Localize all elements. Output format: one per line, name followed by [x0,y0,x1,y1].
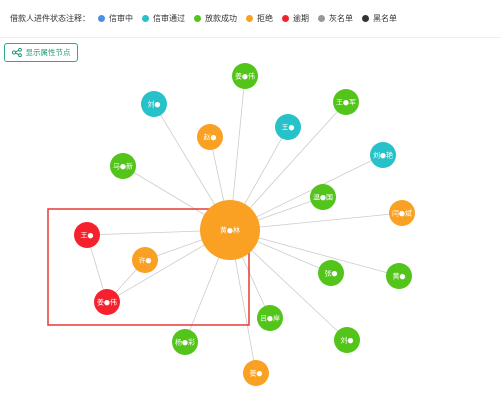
graph-node[interactable]: 赵● [197,124,223,150]
center-node[interactable]: 黄●林 [200,200,260,260]
graph-node[interactable]: 温●国 [310,184,336,210]
graph-node[interactable]: 刘●艳 [370,142,396,168]
legend-dot [194,15,201,22]
node-circle [386,263,412,289]
graph-node[interactable]: 吕●岸 [257,305,283,331]
node-circle [197,124,223,150]
legend-item-reviewing: 信审中 [98,13,133,24]
node-circle [110,153,136,179]
legend-label: 放款成功 [205,14,237,23]
node-circle [172,329,198,355]
node-circle [243,360,269,386]
node-label: 姜●伟 [235,72,255,81]
node-label: 赵● [203,133,216,142]
legend-dot [142,15,149,22]
node-label: 姜● [249,369,262,378]
graph-node[interactable]: 王●军 [333,89,359,115]
graph-node[interactable]: 姜●伟 [232,63,258,89]
node-circle [275,114,301,140]
legend-title: 借款人进件状态注释： [10,14,90,23]
graph-node[interactable]: 姜●伟 [94,289,120,315]
graph-node[interactable]: 王● [275,114,301,140]
legend-label: 拒绝 [257,14,273,23]
graph-node[interactable]: 许● [132,247,158,273]
graph-node[interactable]: 马●新 [110,153,136,179]
legend-item-blacklist: 黑名单 [362,13,397,24]
legend-label: 灰名单 [329,14,353,23]
legend-label: 信审中 [109,14,133,23]
node-circle [370,142,396,168]
node-label: 杨●彩 [175,338,195,347]
legend-bar: 借款人进件状态注释： 信审中 信审通过 放款成功 拒绝 逾期 灰名单 黑名单 [0,0,501,38]
node-circle [389,200,415,226]
legend-item-approved: 信审通过 [142,13,185,24]
graph-node[interactable]: 黄● [386,263,412,289]
legend-dot [98,15,105,22]
legend-item-graylist: 灰名单 [318,13,353,24]
node-circle [74,222,100,248]
legend-label: 信审通过 [153,14,185,23]
legend-dot [362,15,369,22]
node-label: 黄● [392,272,405,281]
node-label: 刘●艳 [373,151,393,160]
graph-node[interactable]: 王● [74,222,100,248]
node-label: 温●国 [313,193,333,202]
node-label: 马●新 [113,162,133,171]
node-label: 黄●林 [220,226,240,235]
node-label: 王● [80,232,93,240]
node-label: 王●军 [336,99,356,107]
node-label: 许● [138,256,151,265]
node-circle [334,327,360,353]
legend-dot [282,15,289,22]
legend-item-loan-success: 放款成功 [194,13,237,24]
legend-dot [246,15,253,22]
node-label: 闫●斌 [392,209,412,218]
graph-node[interactable]: 张● [318,260,344,286]
legend-item-rejected: 拒绝 [246,13,273,24]
graph-node[interactable]: 闫●斌 [389,200,415,226]
legend-label: 逾期 [293,14,309,23]
node-circle [94,289,120,315]
node-label: 刘● [340,336,353,345]
node-circle [232,63,258,89]
legend-dot [318,15,325,22]
node-circle [310,184,336,210]
legend-item-overdue: 逾期 [282,13,309,24]
node-circle [333,89,359,115]
show-attribute-nodes-label: 显示属性节点 [25,48,71,57]
node-circle [132,247,158,273]
graph-nodes: 姜●伟刘●王●军赵●王●马●新刘●艳温●国闫●斌王●许●张●黄●姜●伟吕●岸杨●… [74,63,415,386]
node-label: 吕●岸 [260,315,280,323]
highlight-box [47,208,250,326]
node-circle [200,200,260,260]
node-label: 张● [324,269,337,278]
graph-node[interactable]: 刘● [141,91,167,117]
node-circle [318,260,344,286]
graph-node[interactable]: 杨●彩 [172,329,198,355]
share-icon [11,48,22,57]
node-label: 王● [281,124,294,132]
node-label: 姜●伟 [97,298,117,307]
node-label: 刘● [147,100,160,109]
graph-node[interactable]: 姜● [243,360,269,386]
graph-node[interactable]: 刘● [334,327,360,353]
show-attribute-nodes-button[interactable]: 显示属性节点 [4,43,78,62]
node-circle [141,91,167,117]
node-circle [257,305,283,331]
legend-label: 黑名单 [373,14,397,23]
